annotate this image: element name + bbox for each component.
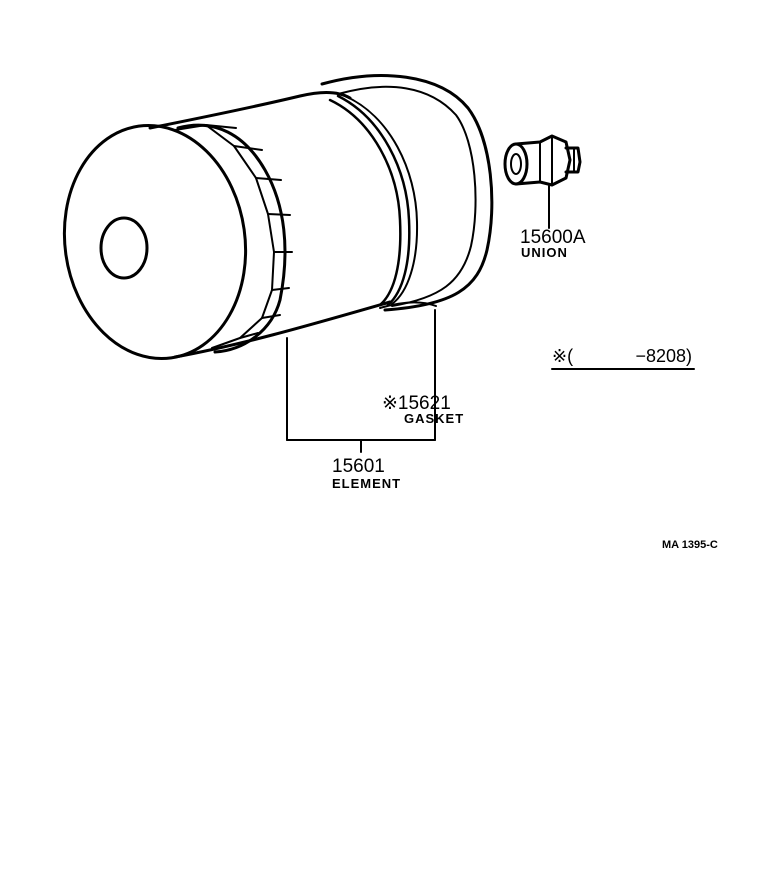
part-number-text: 15600A (520, 227, 586, 248)
part-number-text: 15601 (332, 456, 385, 477)
asterisk-mark: ※ (382, 393, 398, 414)
drawing-code-text: MA 1395-C (662, 539, 718, 551)
applicability-note: ※( −8208) (552, 346, 694, 367)
part-number-gasket: ※15621 (382, 392, 451, 415)
part-number-text: 15621 (397, 393, 451, 414)
asterisk-mark: ※ (552, 346, 568, 366)
filter-element (62, 90, 419, 361)
part-number-union: 15600A (520, 227, 586, 249)
part-name-gasket: GASKET (404, 411, 464, 426)
part-number-element: 15601 (332, 456, 385, 478)
part-name-text: ELEMENT (332, 476, 402, 491)
drawing-code: MA 1395-C (662, 539, 718, 551)
inner-gasket-seal (379, 301, 437, 309)
leader-lines (286, 185, 550, 453)
note-range: −8208) (635, 346, 692, 366)
part-name-text: GASKET (404, 411, 465, 426)
part-name-text: UNION (521, 245, 568, 260)
part-name-union: UNION (521, 245, 568, 260)
part-name-element: ELEMENT (332, 476, 401, 491)
union-fitting (503, 134, 582, 187)
note-open-paren: ( (567, 346, 574, 366)
gasket-ring (320, 74, 494, 312)
